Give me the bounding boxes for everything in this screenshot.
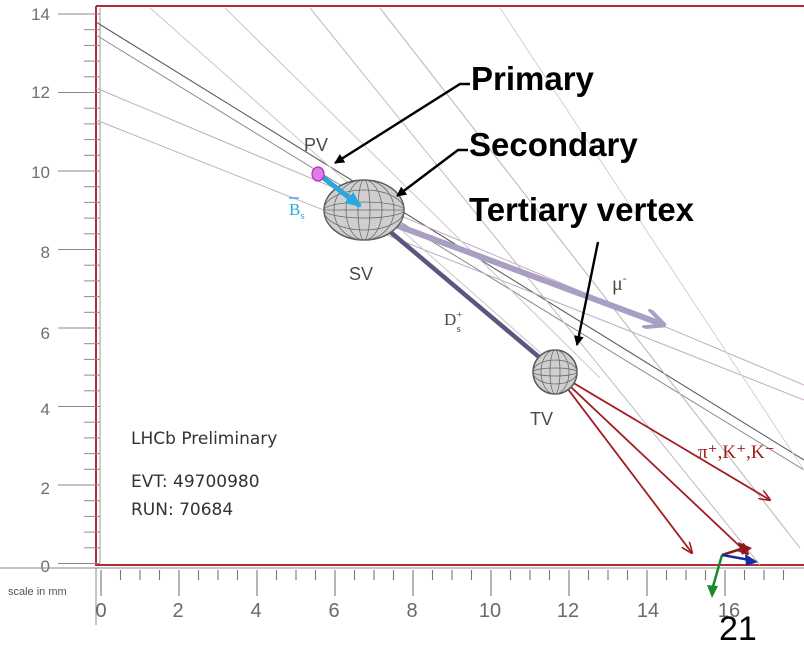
sv-label: SV <box>349 264 373 284</box>
tertiary-label: Tertiary vertex <box>469 191 695 228</box>
hadrons-label: π⁺,K⁺,K⁻ <box>698 442 775 463</box>
y-tick-label: 2 <box>41 479 50 498</box>
bs-track <box>319 174 362 208</box>
x-tick-label: 16 <box>718 600 740 622</box>
hadron-track <box>554 371 692 553</box>
ds-label: D+s <box>444 309 463 335</box>
x-tick-label: 8 <box>406 600 417 622</box>
preliminary-label: LHCb Preliminary <box>131 429 277 449</box>
y-tick-label: 14 <box>31 5 50 24</box>
hadron-track <box>554 371 748 554</box>
x-tick-label: 6 <box>328 600 339 622</box>
primary-arrow <box>334 82 470 165</box>
x-scale-bar: scale in mm 0 2 4 6 8 10 12 14 16 <box>0 567 804 625</box>
page-number: 21 <box>719 610 757 643</box>
secondary-label: Secondary <box>469 126 638 163</box>
hadron-tracks <box>554 371 770 554</box>
secondary-arrow <box>396 148 468 197</box>
tertiary-arrow <box>573 241 600 346</box>
y-tick-label: 8 <box>41 243 50 262</box>
tertiary-vertex-sphere <box>532 349 578 395</box>
x-tick-label: 12 <box>557 600 579 622</box>
x-tick-label: 14 <box>637 600 659 622</box>
bs-label: Bs <box>289 200 305 222</box>
x-tick-label: 2 <box>172 600 183 622</box>
axes-orientation-glyph <box>707 542 758 598</box>
ds-track <box>360 206 554 370</box>
x-tick-label: 4 <box>250 600 261 622</box>
annotation-arrows <box>334 82 600 346</box>
scale-caption: scale in mm <box>8 586 67 598</box>
y-axis: 14 12 10 8 6 4 2 0 <box>31 5 101 576</box>
primary-label: Primary <box>471 60 595 97</box>
y-tick-label: 6 <box>41 324 50 343</box>
plot-frame <box>95 5 804 566</box>
tv-label: TV <box>530 409 553 429</box>
y-tick-label: 10 <box>31 163 50 182</box>
x-tick-label: 10 <box>479 600 501 622</box>
run-number: RUN: 70684 <box>131 500 233 520</box>
y-tick-label: 4 <box>41 400 50 419</box>
primary-vertex-marker <box>311 166 325 182</box>
mu-label: μ- <box>612 271 627 295</box>
event-number: EVT: 49700980 <box>131 472 260 492</box>
y-tick-label: 12 <box>31 83 50 102</box>
x-tick-label: 0 <box>95 600 106 622</box>
muon-track <box>364 211 664 325</box>
hadron-track <box>554 371 770 500</box>
y-tick-label: 0 <box>41 557 50 576</box>
pv-label: PV <box>304 135 328 155</box>
